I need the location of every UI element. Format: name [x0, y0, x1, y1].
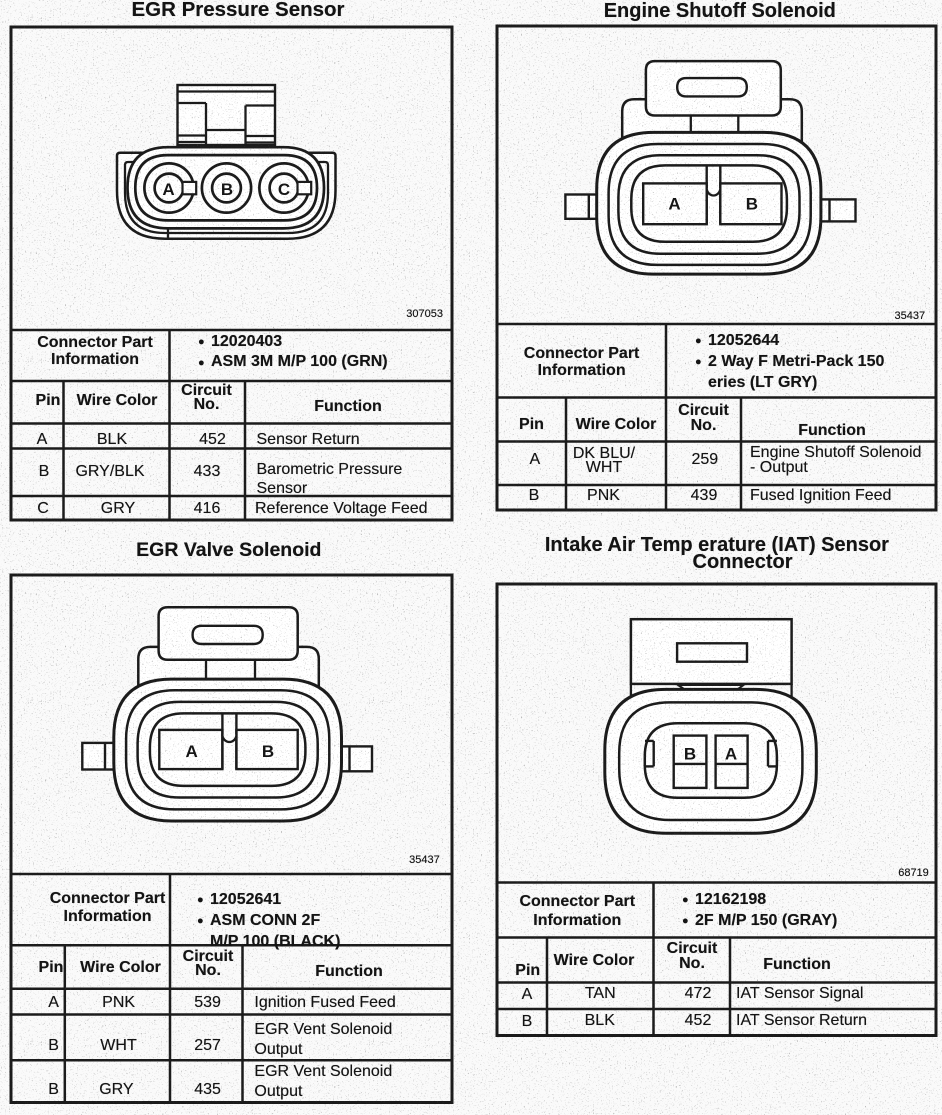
svg-text:B: B: [262, 742, 274, 761]
svg-text:C: C: [278, 180, 290, 199]
svg-text:B: B: [221, 180, 233, 199]
svg-text:A: A: [725, 745, 737, 764]
svg-text:B: B: [746, 195, 758, 214]
svg-text:B: B: [684, 745, 696, 764]
svg-text:A: A: [185, 742, 197, 761]
svg-text:A: A: [162, 180, 174, 199]
svg-text:A: A: [668, 195, 680, 214]
